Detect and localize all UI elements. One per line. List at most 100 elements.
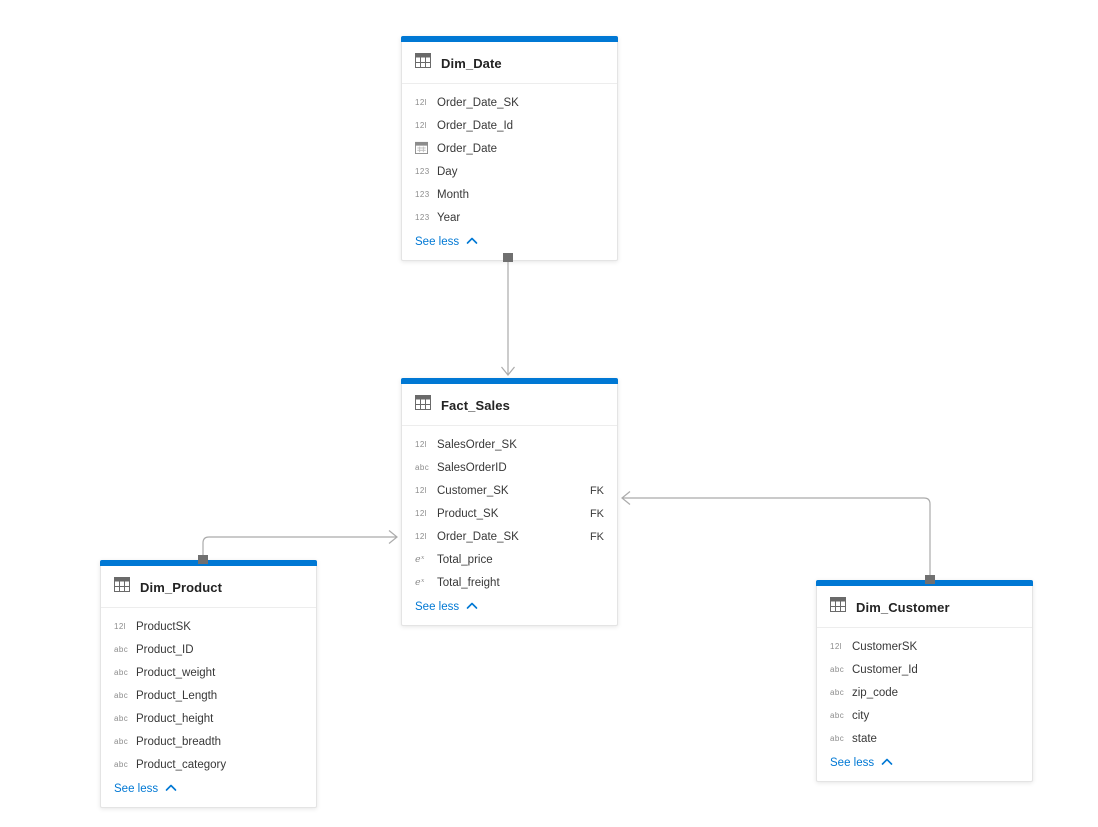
string-type-icon: abc xyxy=(830,687,845,697)
table-title: Dim_Product xyxy=(140,579,223,595)
card-accent-bar xyxy=(816,580,1033,586)
field-name: Day xyxy=(437,165,458,178)
field-row: 123 Day xyxy=(415,160,604,183)
field-list: 12l SalesOrder_SK abc SalesOrderID 12l C… xyxy=(402,426,617,595)
field-row: abc Product_category xyxy=(114,753,303,776)
bigint-type-icon: 12l xyxy=(830,641,842,651)
string-type-icon: abc xyxy=(830,664,845,674)
fk-badge: FK xyxy=(589,530,604,543)
see-less-link[interactable]: See less xyxy=(101,777,316,807)
field-row: 12l Product_SK FK xyxy=(415,502,604,525)
chevron-up-icon xyxy=(165,783,177,795)
bigint-type-icon: 12l xyxy=(415,531,427,541)
string-type-icon: abc xyxy=(830,710,845,720)
see-less-link[interactable]: See less xyxy=(402,595,617,625)
field-name: Product_ID xyxy=(136,643,194,656)
field-row: abc Product_ID xyxy=(114,638,303,661)
field-row: 12l ProductSK xyxy=(114,615,303,638)
table-card-dim-product[interactable]: Dim_Product 12l ProductSK abc Product_ID… xyxy=(100,560,317,808)
relationship-dim-date-fact-sales[interactable] xyxy=(501,253,515,376)
field-row: abc Product_Length xyxy=(114,684,303,707)
field-row: abc city xyxy=(830,704,1019,727)
field-list: 12l Order_Date_SK 12l Order_Date_Id Orde… xyxy=(402,84,617,230)
card-header: Dim_Date xyxy=(402,42,617,83)
int-type-icon: 123 xyxy=(415,212,430,222)
see-less-link[interactable]: See less xyxy=(402,230,617,260)
string-type-icon: abc xyxy=(114,736,129,746)
calendar-icon xyxy=(415,141,437,156)
see-less-label: See less xyxy=(830,757,875,769)
relationship-dim-customer-fact-sales[interactable] xyxy=(621,491,935,585)
card-accent-bar xyxy=(401,378,618,384)
fk-badge: FK xyxy=(589,484,604,497)
chevron-up-icon xyxy=(881,757,893,769)
field-row: 12l CustomerSK xyxy=(830,635,1019,658)
card-header: Dim_Product xyxy=(101,566,316,607)
field-name: SalesOrderID xyxy=(437,461,507,474)
bigint-type-icon: 12l xyxy=(415,485,427,495)
table-card-dim-customer[interactable]: Dim_Customer 12l CustomerSK abc Customer… xyxy=(816,580,1033,782)
card-accent-bar xyxy=(401,36,618,42)
field-name: Total_price xyxy=(437,553,493,566)
field-row: abc SalesOrderID xyxy=(415,456,604,479)
field-name: zip_code xyxy=(852,686,899,699)
field-row: abc Product_weight xyxy=(114,661,303,684)
string-type-icon: abc xyxy=(114,759,129,769)
field-row: 12l Customer_SK FK xyxy=(415,479,604,502)
bigint-type-icon: 12l xyxy=(415,439,427,449)
table-title: Fact_Sales xyxy=(441,397,510,413)
string-type-icon: abc xyxy=(114,667,129,677)
field-row: eˣ Total_price xyxy=(415,548,604,571)
table-icon xyxy=(415,395,431,415)
field-row: abc zip_code xyxy=(830,681,1019,704)
field-name: Customer_Id xyxy=(852,663,918,676)
field-row: abc Customer_Id xyxy=(830,658,1019,681)
field-name: state xyxy=(852,732,877,745)
field-row: 123 Month xyxy=(415,183,604,206)
field-row: 12l SalesOrder_SK xyxy=(415,433,604,456)
see-less-label: See less xyxy=(415,236,460,248)
chevron-up-icon xyxy=(466,601,478,613)
field-name: Product_breadth xyxy=(136,735,222,748)
field-name: Order_Date xyxy=(437,142,498,155)
field-name: CustomerSK xyxy=(852,640,918,653)
fk-badge: FK xyxy=(589,507,604,520)
string-type-icon: abc xyxy=(114,644,129,654)
table-card-dim-date[interactable]: Dim_Date 12l Order_Date_SK 12l Order_Dat… xyxy=(401,36,618,261)
field-row: 12l Order_Date_SK xyxy=(415,91,604,114)
bigint-type-icon: 12l xyxy=(415,508,427,518)
field-name: Product_height xyxy=(136,712,214,725)
table-icon xyxy=(830,597,846,617)
string-type-icon: abc xyxy=(415,462,430,472)
int-type-icon: 123 xyxy=(415,189,430,199)
table-icon xyxy=(415,53,431,73)
table-card-fact-sales[interactable]: Fact_Sales 12l SalesOrder_SK abc SalesOr… xyxy=(401,378,618,626)
field-row: abc state xyxy=(830,727,1019,750)
header-divider xyxy=(101,607,316,608)
bigint-type-icon: 12l xyxy=(415,97,427,107)
card-accent-bar xyxy=(100,560,317,566)
field-row: 123 Year xyxy=(415,206,604,229)
field-name: Customer_SK xyxy=(437,484,509,497)
field-name: Product_weight xyxy=(136,666,216,679)
field-name: Year xyxy=(437,211,461,224)
field-list: 12l CustomerSK abc Customer_Id abc zip_c… xyxy=(817,628,1032,751)
double-type-icon: eˣ xyxy=(415,553,425,565)
field-name: ProductSK xyxy=(136,620,191,633)
relationship-dim-product-fact-sales[interactable] xyxy=(198,530,398,565)
field-name: Month xyxy=(437,188,469,201)
field-name: Order_Date_Id xyxy=(437,119,514,132)
field-row: 12l Order_Date_Id xyxy=(415,114,604,137)
double-type-icon: eˣ xyxy=(415,576,425,588)
field-row: abc Product_height xyxy=(114,707,303,730)
card-header: Dim_Customer xyxy=(817,586,1032,627)
table-title: Dim_Customer xyxy=(856,599,950,615)
string-type-icon: abc xyxy=(830,733,845,743)
card-header: Fact_Sales xyxy=(402,384,617,425)
bigint-type-icon: 12l xyxy=(415,120,427,130)
field-name: Total_freight xyxy=(437,576,500,589)
field-list: 12l ProductSK abc Product_ID abc Product… xyxy=(101,608,316,777)
table-title: Dim_Date xyxy=(441,55,502,71)
see-less-link[interactable]: See less xyxy=(817,751,1032,781)
